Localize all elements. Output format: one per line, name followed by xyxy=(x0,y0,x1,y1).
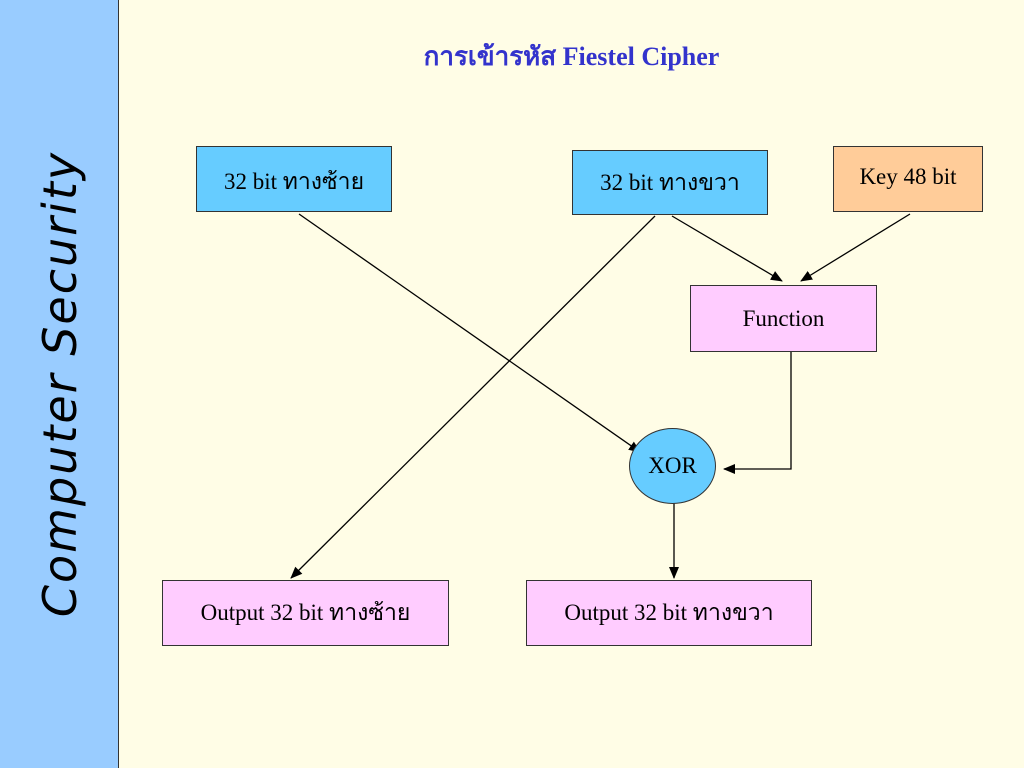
function-label: Function xyxy=(742,305,825,331)
right-input-label: 32 bit ทางขวา xyxy=(600,169,740,195)
left-input-label: 32 bit ทางซ้าย xyxy=(223,169,365,194)
key-box: Key 48 bit xyxy=(833,146,983,212)
slide-title: การเข้ารหัส Fiestel Cipher xyxy=(423,42,720,71)
right-output-box: Output 32 bit ทางขวา xyxy=(526,580,812,646)
left-output-label: Output 32 bit ทางซ้าย xyxy=(200,600,411,625)
arrow-left-to-xor xyxy=(298,213,641,453)
xor-node: XOR xyxy=(629,428,716,504)
left-input-box: 32 bit ทางซ้าย xyxy=(196,146,392,212)
sidebar: Computer Security xyxy=(0,0,119,768)
arrow-right-to-function xyxy=(671,215,783,282)
key-label: Key 48 bit xyxy=(859,164,957,189)
left-output-box: Output 32 bit ทางซ้าย xyxy=(162,580,449,646)
right-output-label: Output 32 bit ทางขวา xyxy=(564,600,774,625)
arrow-key-to-function xyxy=(800,213,911,282)
right-input-box: 32 bit ทางขวา xyxy=(572,150,768,215)
function-box: Function xyxy=(690,285,877,352)
xor-label: XOR xyxy=(648,453,697,478)
arrow-right-to-left-output xyxy=(290,215,656,579)
arrow-function-to-xor xyxy=(723,352,792,474)
